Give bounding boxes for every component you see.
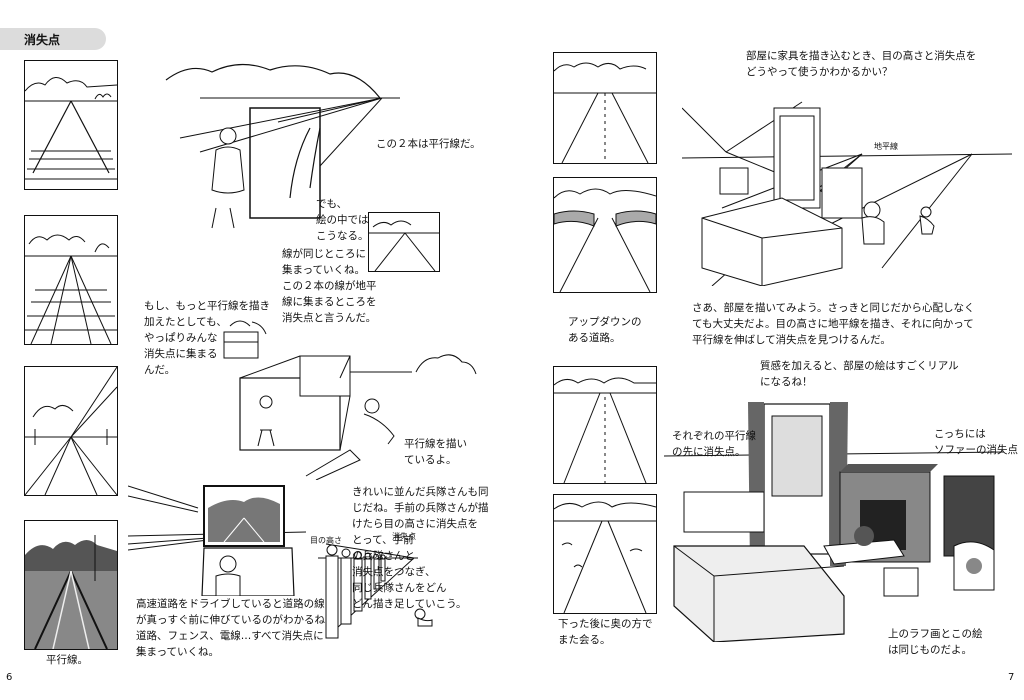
caption-up-down: アップダウンの ある道路。 xyxy=(568,316,642,344)
caption-drawing: 平行線を描い ているよ。 xyxy=(404,438,467,466)
label-vanishing-point: 消失点 xyxy=(392,532,416,541)
sketch-living-room xyxy=(664,396,1004,642)
label-horizon: 地平線 xyxy=(874,142,898,151)
panel-descending-road xyxy=(553,366,657,484)
caption-rail-label: 平行線。 xyxy=(46,654,88,666)
sketch-artist-mountains xyxy=(160,58,400,238)
panel-sea-horizon xyxy=(24,60,118,190)
caption-room-question: 部屋に家具を描き込むとき、目の高さと消失点を どうやって使うかわかるかい？ xyxy=(746,50,977,78)
sketch-room-rough xyxy=(682,98,1012,286)
caption-same: 上のラフ画とこの絵 は同じものだよ。 xyxy=(888,628,983,656)
sketch-highway xyxy=(128,478,306,596)
caption-down-then: 下った後に奥の方で また会る。 xyxy=(558,618,653,646)
puppy-drawing xyxy=(414,608,433,627)
panel-rail-converge xyxy=(24,215,118,345)
sketch-soldiers xyxy=(318,520,418,648)
hill-road-drawing xyxy=(554,188,656,292)
room-rough-drawing xyxy=(682,101,1012,286)
section-title: 消失点 xyxy=(24,33,61,47)
caption-more-lines: もし、もっと平行線を描き 加えたとしても、 やっぱりみんな 消失点に集まる んだ… xyxy=(144,300,270,376)
panel-flat-road xyxy=(553,494,657,614)
small-converge-drawing xyxy=(369,220,439,271)
sea-horizon-sketch xyxy=(25,77,117,180)
living-room-drawing xyxy=(664,402,1004,642)
panel-road-fence xyxy=(24,366,118,496)
straight-road-drawing xyxy=(554,62,656,163)
box-drawing xyxy=(239,354,477,480)
descending-road-drawing xyxy=(554,377,656,483)
caption-highway: 高速道路をドライブしていると道路の線 が真っすぐ前に伸びているのがわかるね。 道… xyxy=(136,598,336,658)
panel-small-converge xyxy=(368,212,440,272)
soldiers-drawing xyxy=(318,543,418,639)
puppy-doodle xyxy=(412,606,436,628)
page-number-right: 7 xyxy=(1008,672,1015,683)
section-header-tab: 消失点 xyxy=(0,28,106,50)
panel-railway-photo xyxy=(24,520,118,650)
rail-converge-sketch xyxy=(25,234,117,344)
flat-road-drawing xyxy=(554,501,656,613)
caption-texture: 質感を加えると、部屋の絵はすごくリアル になるね！ xyxy=(760,360,959,388)
page-number-left: 6 xyxy=(6,672,13,683)
sketch-box-drawing xyxy=(236,350,496,480)
more-lines-drawing xyxy=(223,320,267,359)
panel-hill-road xyxy=(553,177,657,293)
label-eye-level: 目の高さ xyxy=(310,536,342,545)
caption-parallel-lines: この２本は平行線だ。 xyxy=(376,138,481,150)
artist-mountains-drawing xyxy=(165,63,400,229)
road-fence-sketch xyxy=(25,367,117,495)
highway-drawing xyxy=(128,485,306,596)
caption-converge: 線が同じところに 集まっていくね。 この２本の線が地平 線に集まるところを 消失… xyxy=(282,248,377,324)
caption-sofa-vp: こっちには ソファーの消失点 xyxy=(934,428,1018,456)
caption-room-draw: さあ、部屋を描いてみよう。さっきと同じだから心配しなく ても大丈夫だよ。目の高さ… xyxy=(692,302,975,346)
panel-straight-road xyxy=(553,52,657,164)
caption-each-vp: それぞれの平行線 の先に消失点。 xyxy=(672,430,756,458)
caption-soldiers: きれいに並んだ兵隊さんも同 じだね。手前の兵隊さんが描 けたら目の高さに消失点を… xyxy=(352,486,489,610)
railway-sketch xyxy=(25,521,117,649)
caption-in-picture: でも、 絵の中では こうなる。 xyxy=(316,198,369,242)
sketch-more-lines xyxy=(222,318,268,362)
